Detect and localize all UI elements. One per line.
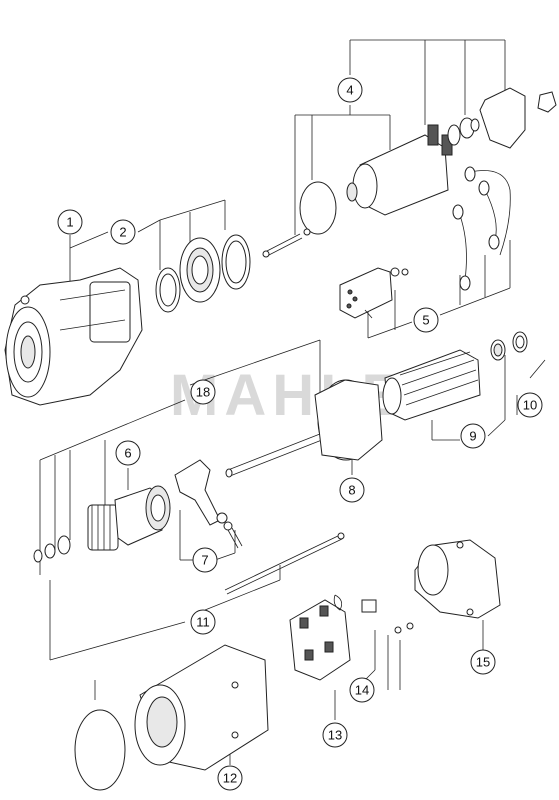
callout-1-label: 1: [66, 215, 73, 230]
callout-12-label: 12: [223, 771, 237, 786]
end-cover: [414, 539, 501, 619]
shift-lever: [174, 459, 243, 549]
solenoid: [262, 87, 557, 258]
callout-14-label: 14: [355, 683, 369, 698]
callout-1: 1: [57, 209, 83, 235]
armature: [382, 331, 528, 421]
callout-7: 7: [192, 547, 218, 573]
through-bolt: [224, 532, 345, 595]
callout-5-label: 5: [422, 313, 429, 328]
callout-13: 13: [322, 722, 348, 748]
callout-15: 15: [470, 649, 496, 675]
callout-18: 18: [190, 379, 216, 405]
callout-4: 4: [337, 77, 363, 103]
callout-12: 12: [217, 765, 243, 791]
callout-11-label: 11: [196, 615, 210, 630]
terminal-wires: [339, 166, 511, 319]
callout-5: 5: [413, 307, 439, 333]
callout-8-label: 8: [348, 483, 355, 498]
callout-10-label: 10: [523, 398, 537, 413]
armature-shaft: [225, 379, 383, 478]
callout-15-label: 15: [476, 655, 490, 670]
callout-10: 10: [517, 392, 543, 418]
brush-holder: [289, 599, 351, 681]
pinion-drive: [33, 485, 171, 563]
yoke-housing: [74, 644, 269, 791]
callout-6: 6: [115, 440, 141, 466]
callout-13-label: 13: [328, 728, 342, 743]
brush-springs: [333, 594, 414, 634]
callout-2-label: 2: [119, 225, 126, 240]
callout-18-label: 18: [196, 385, 210, 400]
drive-end-housing: [4, 267, 143, 406]
bearing-set: [155, 234, 251, 313]
callout-6-label: 6: [124, 446, 131, 461]
callout-14: 14: [349, 677, 375, 703]
callout-9-label: 9: [469, 429, 476, 444]
callout-4-label: 4: [346, 83, 353, 98]
callout-7-label: 7: [201, 553, 208, 568]
callout-11: 11: [190, 609, 216, 635]
callout-8: 8: [339, 477, 365, 503]
callout-9: 9: [460, 423, 486, 449]
callout-2: 2: [110, 219, 136, 245]
